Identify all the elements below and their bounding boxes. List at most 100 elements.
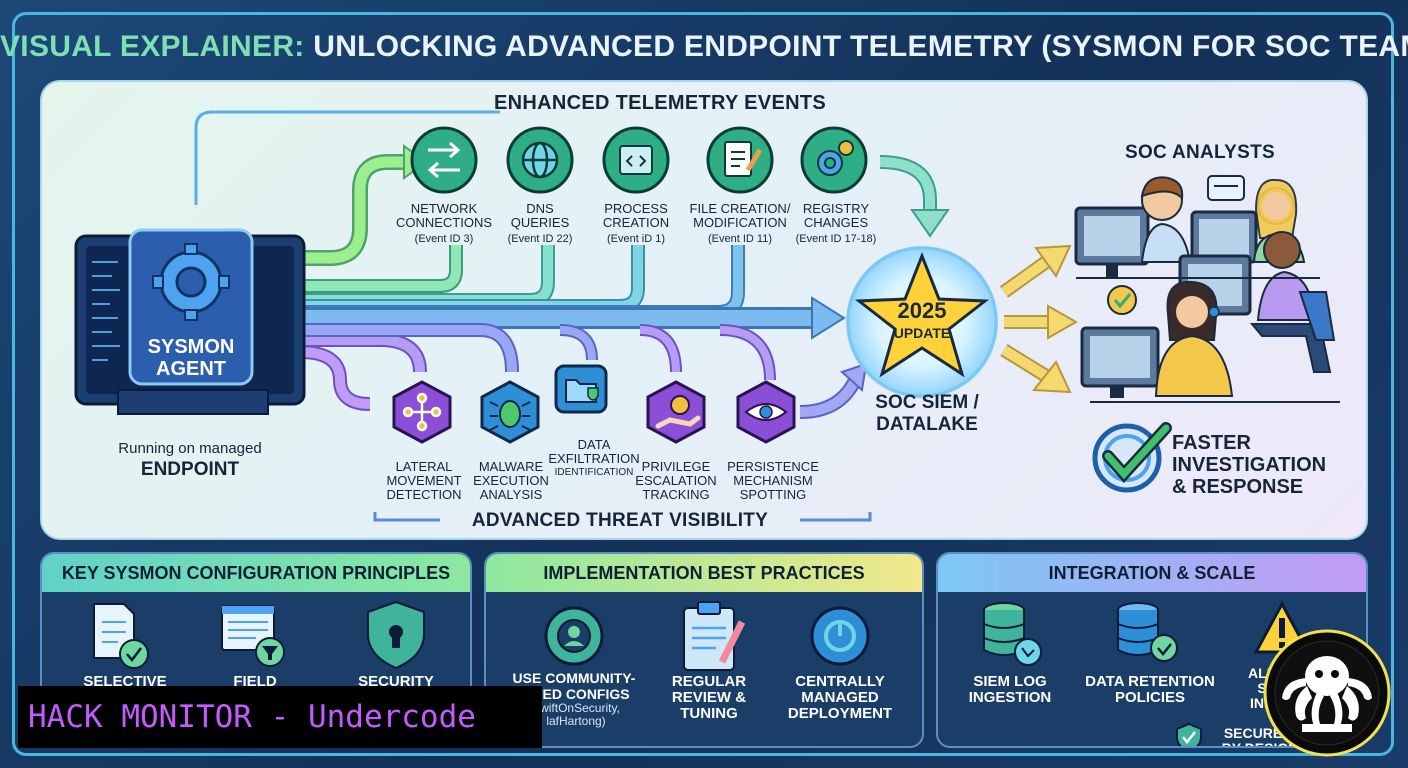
eye-icon [744, 403, 788, 421]
document-check-icon [93, 603, 149, 669]
section-title: IMPLEMENTATION BEST PRACTICES [486, 554, 922, 592]
agent-label: SYSMON AGENT [147, 336, 235, 380]
config-item-security: SECURITY [358, 673, 434, 690]
check-badge-icon [1092, 422, 1172, 493]
section-best-practices: IMPLEMENTATION BEST PRACTICES USE COMMUN… [484, 552, 924, 748]
monitor-base [117, 389, 269, 415]
threat-to-siem [799, 377, 860, 417]
event-circle-registry [800, 126, 868, 194]
telemetry-to-siem-arrowhead [910, 209, 950, 238]
shield-check-icon [1176, 722, 1202, 746]
drop-network [270, 245, 461, 291]
network-arrows-icon [427, 141, 461, 179]
threat-hex-lateral [392, 380, 452, 444]
section-icons [544, 601, 870, 671]
network-nodes-icon [402, 392, 442, 432]
event-circle-file [706, 126, 774, 194]
threat-flow-6 [719, 326, 774, 381]
threat-flow-3 [299, 347, 371, 409]
agent-running-on: Running on managed [118, 440, 262, 457]
agent-gear-icon [152, 243, 230, 321]
threat-label-exfiltration-extra: IDENTIFICATION [554, 467, 634, 478]
watermark-banner: HACK MONITOR - Undercode [18, 686, 542, 748]
practice-item-review: REGULAR REVIEW & TUNING [671, 673, 747, 722]
config-item-selective: SELECTIVE [83, 673, 167, 690]
threat-hex-malware [480, 380, 540, 444]
event-id-process: (Event iD 1) [606, 233, 666, 245]
siem-label: SOC SIEM / DATALAKE [875, 392, 979, 435]
threat-label-persistence: PERSISTENCE MECHANISM SPOTTING [727, 459, 819, 502]
outcome-label: FASTER INVESTIGATION & RESPONSE [1172, 432, 1327, 498]
agent-endpoint: ENDPOINT [140, 459, 240, 480]
event-id-file: (Event ID 11) [708, 233, 772, 245]
threat-label-lateral: LATERAL MOVEMENT DETECTION [386, 459, 462, 502]
event-label-process: PROCESS CREATION [602, 201, 670, 230]
siem-ring [846, 246, 998, 398]
star-year: 2025 [897, 298, 947, 323]
event-label-dns: DNS QUERIES [510, 201, 570, 230]
threat-label-exfiltration: DATA EXFILTRATION [548, 437, 640, 466]
event-label-file: FILE CREATION/ MODIFICATION [689, 201, 791, 230]
section-icons [983, 600, 1311, 666]
threat-heading: ADVANCED THREAT VISIBILITY [440, 510, 800, 532]
telemetry-connector [194, 110, 500, 205]
section-title: INTEGRATION & SCALE [938, 554, 1366, 592]
event-id-registry: (Event ID 17-18) [795, 233, 877, 245]
event-id-dns: (Event ID 22) [507, 233, 573, 245]
shield-lock-icon [367, 600, 425, 670]
coin-hand-icon [655, 395, 701, 429]
undercode-logo [1263, 629, 1391, 757]
telemetry-heading: ENHANCED TELEMETRY EVENTS [494, 92, 826, 114]
folder-shield-icon [565, 379, 599, 403]
octopus-icon [1282, 656, 1372, 726]
practice-item-community: USE COMMUNITY- AINED CONFIGS [512, 670, 636, 702]
bug-icon [489, 400, 531, 431]
practice-item-deployment: CENTRALLY MANAGED DEPLOYMENT [787, 673, 893, 722]
threat-flow-2 [270, 325, 517, 373]
threat-flow-1 [270, 335, 425, 373]
gear-power-icon [810, 606, 870, 666]
title-rest: UNLOCKING ADVANCED ENDPOINT TELEMETRY (S… [304, 30, 1408, 63]
window-filter-icon [221, 605, 285, 667]
practice-item-community-note: SwiftOnSecurity, lafHartong) [532, 701, 620, 728]
event-circle-process [602, 126, 670, 194]
star-text: UPDATE [893, 325, 951, 341]
update-star [854, 251, 990, 378]
event-label-network: NETWORK CONNECTIONS [395, 201, 493, 230]
watermark-text: HACK MONITOR - Undercode [28, 699, 476, 735]
database-check-icon [1117, 602, 1178, 662]
green-flow [264, 156, 416, 264]
page-title: VISUAL EXPLAINER: UNLOCKING ADVANCED END… [0, 30, 1408, 64]
threat-flow-5 [639, 326, 680, 373]
threat-flow-4 [559, 326, 596, 361]
gears-icon [817, 140, 854, 176]
event-label-registry: REGISTRY CHANGES [802, 201, 870, 230]
section-icons [93, 600, 425, 670]
globe-icon [521, 141, 559, 179]
event-circle-network [410, 126, 478, 194]
frame-border [12, 12, 1394, 756]
threat-label-malware: MALWARE EXECUTION ANALYSIS [473, 459, 549, 502]
document-pen-icon [724, 141, 763, 177]
threat-hex-exfiltration [554, 364, 608, 414]
event-circle-dns [506, 126, 574, 194]
threat-label-privilege: PRIVILEGE ESCALATION TRACKING [635, 459, 717, 502]
threat-hex-privilege [646, 380, 706, 444]
threat-to-siem-arrowhead [840, 362, 868, 392]
title-highlight: VISUAL EXPLAINER: [0, 30, 305, 63]
integration-item-retention: DATA RETENTION POLICIES [1085, 673, 1215, 706]
main-flow-arrowhead [811, 296, 846, 340]
clipboard-pencil-icon [683, 601, 746, 671]
analysts-illustration [1074, 175, 1340, 403]
event-id-network: (Event ID 3) [414, 233, 474, 245]
analysts-heading: SOC ANALYSTS [1125, 142, 1275, 163]
telemetry-to-siem [879, 157, 935, 215]
section-title: KEY SYSMON CONFIGURATION PRINCIPLES [42, 554, 470, 592]
gear-user-icon [544, 606, 604, 666]
config-item-field: FIELD [233, 673, 277, 690]
code-window-icon [619, 145, 653, 175]
code-lines [92, 261, 120, 361]
database-arrow-icon [983, 602, 1042, 666]
integration-item-siem: SIEM LOG INGESTION [968, 673, 1052, 706]
